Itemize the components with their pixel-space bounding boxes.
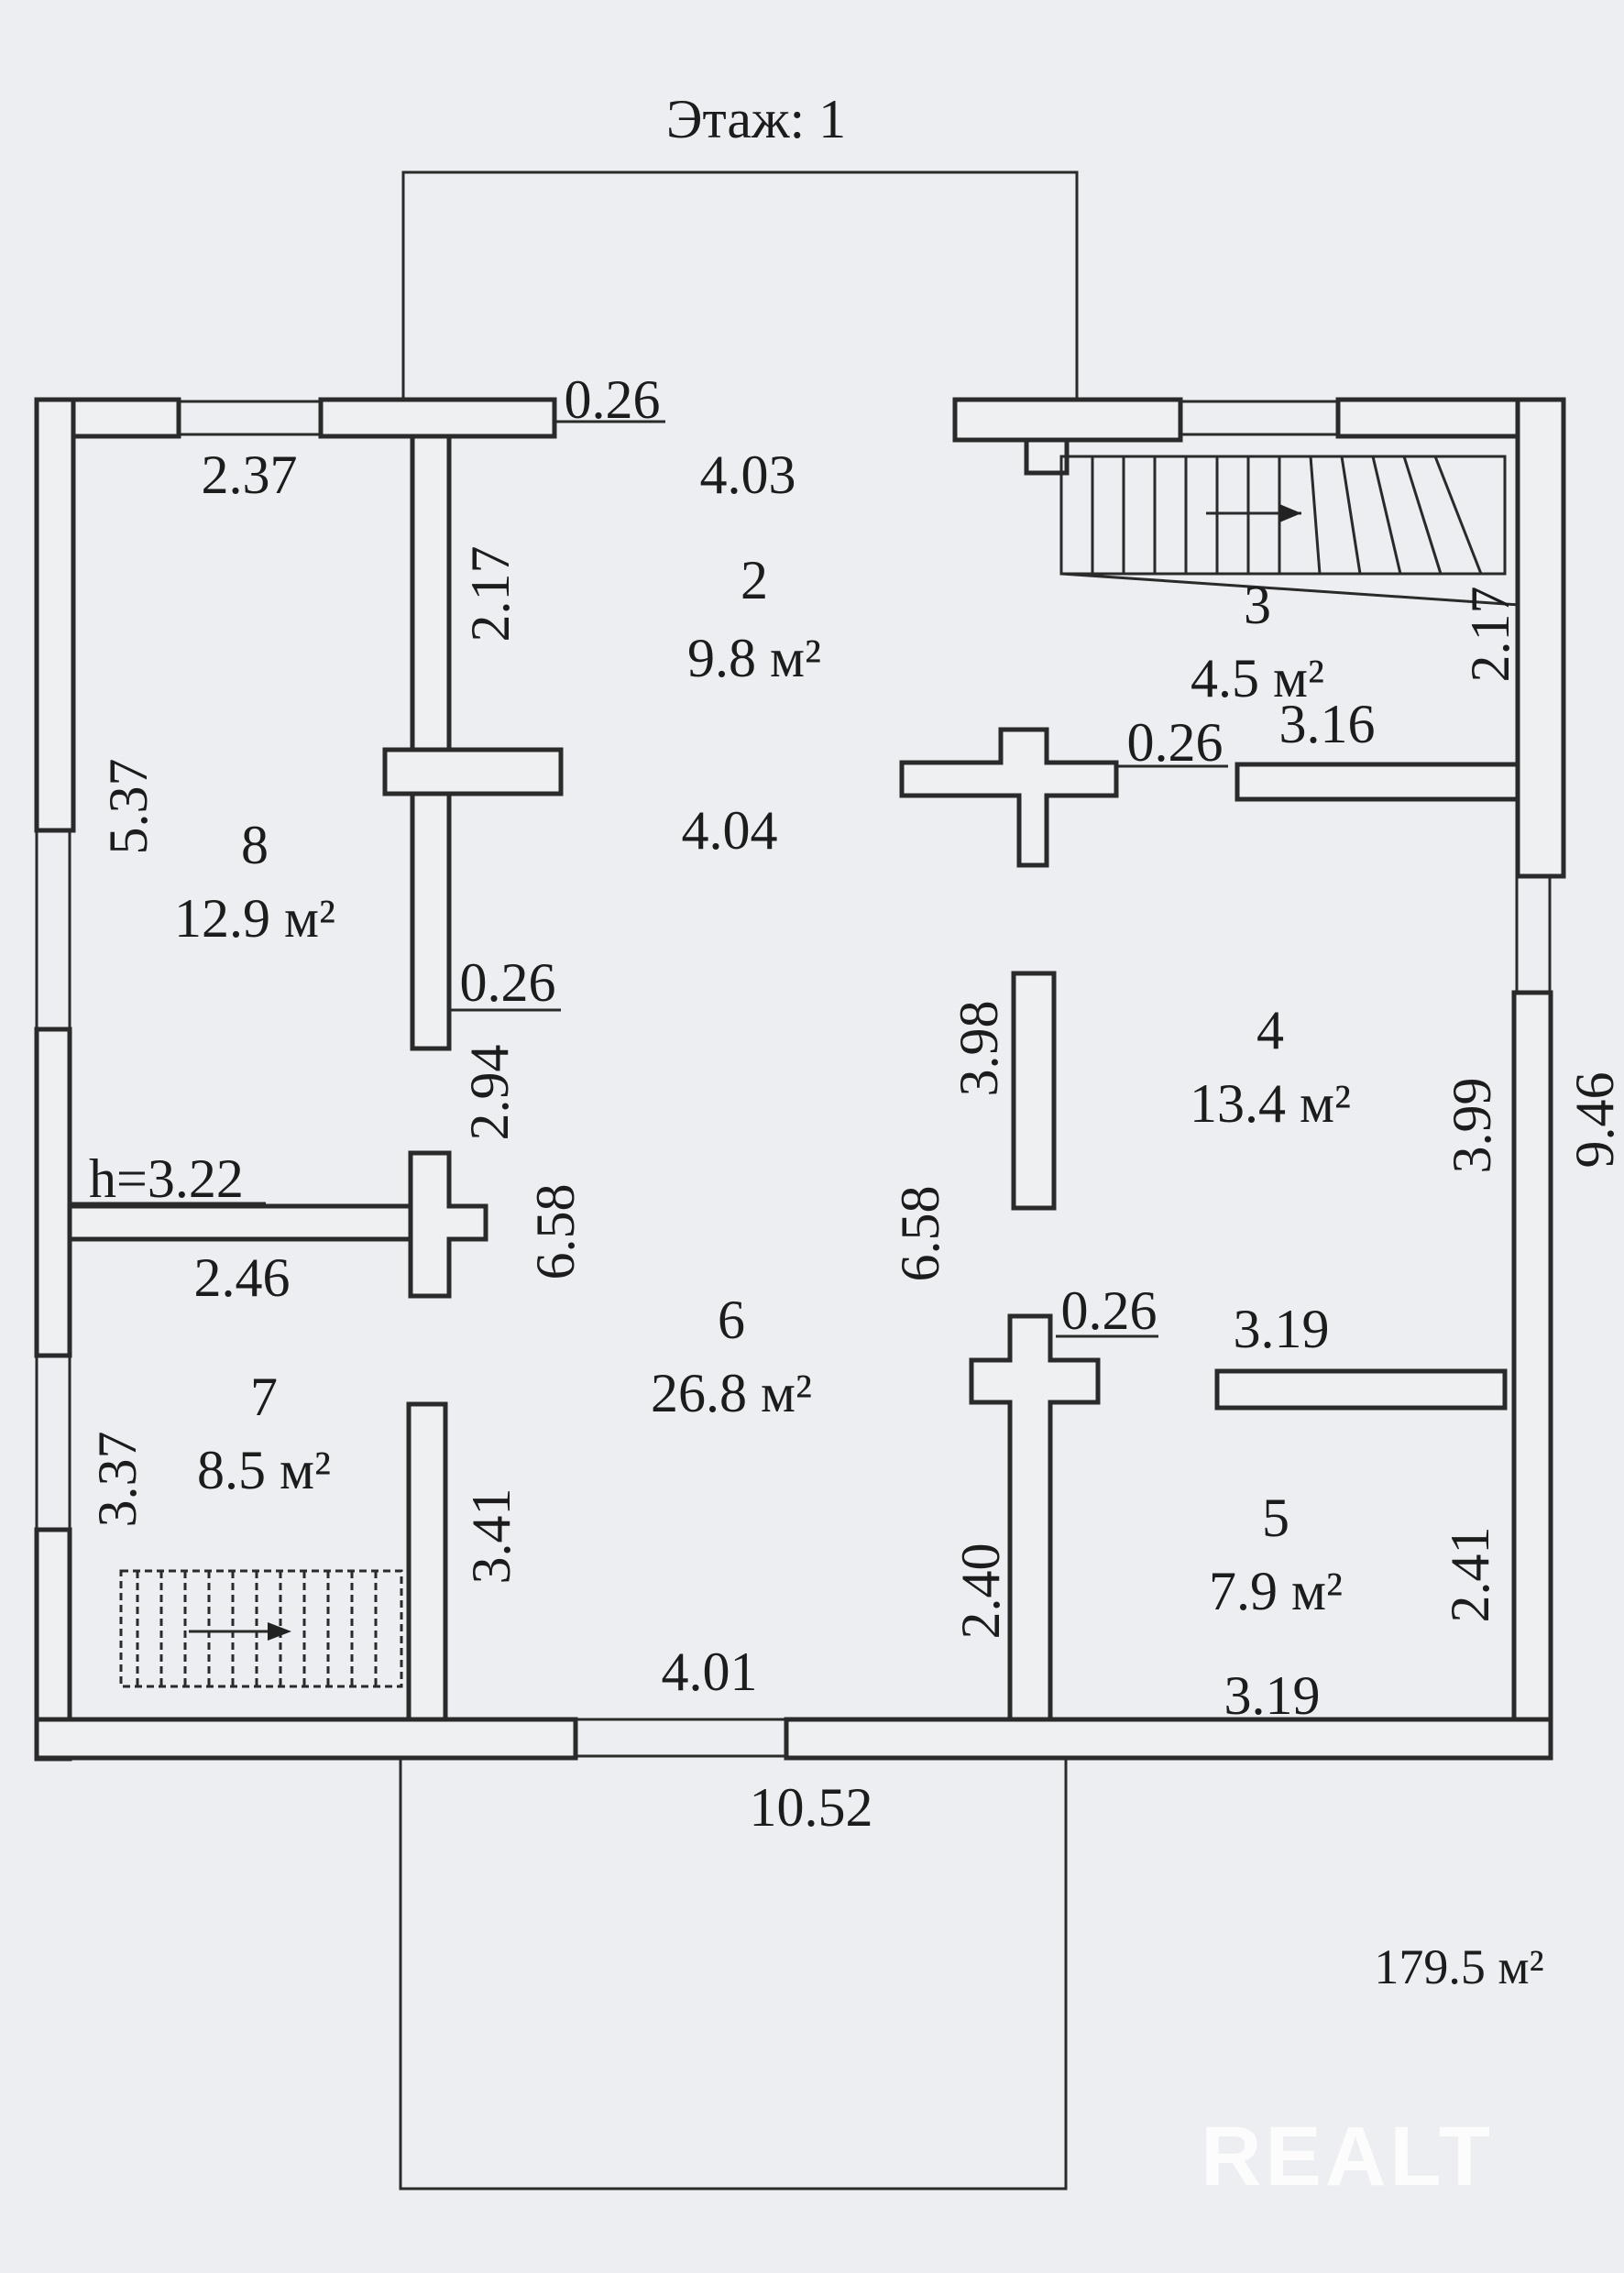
north-terrace-outline [401, 170, 1079, 403]
dim-total-depth: 9.46 [1564, 1072, 1624, 1169]
room-6-area: 26.8 м² [651, 1363, 812, 1423]
stairs-upper [1059, 455, 1520, 607]
watermark-logo: REALT [1201, 2110, 1494, 2203]
dim-hall-right: 6.58 [890, 1186, 950, 1282]
interior-walls [67, 434, 1520, 1722]
floor-title: Этаж: 1 [666, 89, 846, 149]
room-3-area: 4.5 м² [1191, 648, 1324, 708]
room-2-area: 9.8 м² [687, 628, 821, 688]
room-7-number: 7 [250, 1367, 278, 1427]
dim-room2-top: 4.03 [700, 445, 796, 505]
room-3-number: 3 [1244, 575, 1271, 635]
dim-room5-right: 2.41 [1440, 1527, 1500, 1623]
dim-total-width: 10.52 [750, 1777, 873, 1838]
dim-wall-mid-left: 0.26 [460, 952, 556, 1013]
dim-wall-top: 0.26 [565, 369, 661, 430]
dim-room4-inner: 3.98 [949, 1001, 1009, 1097]
dim-room5-left: 2.40 [950, 1543, 1011, 1640]
dim-room5-bottom: 3.19 [1224, 1665, 1321, 1726]
exterior-walls [34, 397, 1566, 1762]
dim-wall-mid-right: 0.26 [1127, 712, 1223, 773]
dim-room3-width: 3.16 [1279, 694, 1376, 754]
dim-room2-bottom: 4.04 [682, 800, 778, 861]
room-5-number: 5 [1262, 1488, 1289, 1548]
dim-room7-top: 2.46 [194, 1247, 291, 1308]
room-2-number: 2 [741, 550, 768, 610]
room-5-area: 7.9 м² [1209, 1561, 1343, 1621]
dim-room7-side: 3.37 [87, 1432, 148, 1528]
dim-corridor-upper: 2.94 [459, 1045, 520, 1141]
south-terrace-outline [399, 1758, 1068, 2191]
dim-room5-top: 3.19 [1234, 1299, 1330, 1359]
ceiling-height: h=3.22 [89, 1148, 244, 1209]
dim-hall-left: 6.58 [525, 1184, 586, 1280]
dimension-leaders [71, 420, 1228, 1338]
dim-room8-width: 2.37 [202, 445, 298, 505]
dim-room2-upper-side: 2.17 [460, 546, 521, 642]
room-8-area: 12.9 м² [174, 888, 335, 949]
stairs-lower [119, 1569, 403, 1688]
dim-wall-lower: 0.26 [1061, 1280, 1158, 1341]
total-area: 179.5 м² [1374, 1939, 1543, 1994]
room-4-number: 4 [1256, 1000, 1284, 1060]
room-6-number: 6 [718, 1290, 745, 1350]
dim-room4-side: 3.99 [1442, 1078, 1502, 1174]
room-8-number: 8 [241, 815, 269, 875]
room-7-area: 8.5 м² [197, 1440, 331, 1500]
dim-room8-length: 5.37 [98, 759, 159, 855]
room-4-area: 13.4 м² [1190, 1073, 1351, 1134]
dim-room3-side: 2.17 [1460, 587, 1520, 683]
dim-room7-inner: 3.41 [461, 1488, 521, 1585]
dim-hall-bottom: 4.01 [662, 1642, 758, 1702]
